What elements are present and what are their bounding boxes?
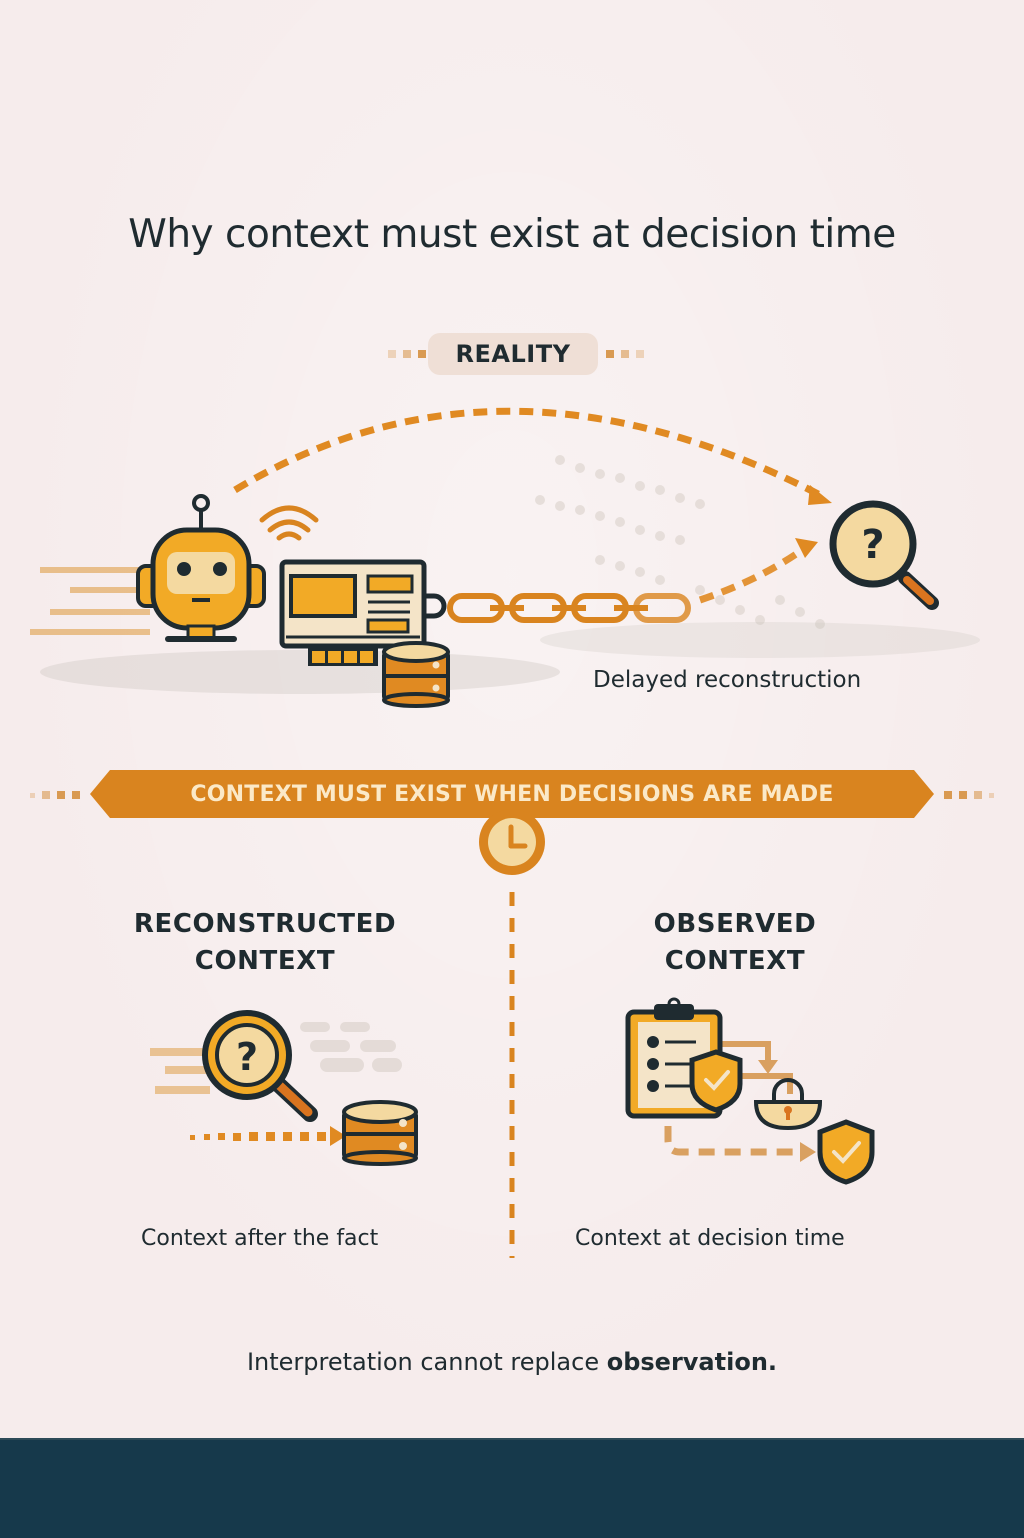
reconstructed-context-heading: RECONSTRUCTED CONTEXT <box>100 906 430 980</box>
arrowhead-icon <box>795 538 818 558</box>
shield-check-icon <box>689 1049 743 1113</box>
page-title: Why context must exist at decision time <box>128 212 896 258</box>
reality-illustration: ? <box>30 407 980 708</box>
bottom-bar <box>0 1438 1024 1538</box>
reality-label: REALITY <box>428 333 598 375</box>
clock-icon <box>479 809 545 875</box>
wifi-signal-icon <box>259 505 319 541</box>
reconstructed-illustration: ? <box>150 1010 418 1166</box>
dotted-arrow-icon <box>190 1126 346 1146</box>
dashed-arc-top <box>233 407 822 499</box>
magnifier-question-icon: ? <box>829 500 939 610</box>
banner-dots-left <box>30 791 80 799</box>
observed-context-heading: OBSERVED CONTEXT <box>600 906 870 980</box>
flow-arrow <box>720 1041 793 1094</box>
banner-shape <box>90 770 934 818</box>
banner-dots-right <box>944 791 994 799</box>
dashed-arc-bottom <box>698 545 808 604</box>
observed-caption: Context at decision time <box>575 1226 845 1251</box>
svg-text:?: ? <box>236 1035 258 1079</box>
arrowhead-icon <box>808 485 832 505</box>
observed-illustration <box>625 997 875 1185</box>
chain-link-icon <box>447 593 691 623</box>
heading-line: CONTEXT <box>194 946 336 976</box>
decision-banner: CONTEXT MUST EXIST WHEN DECISIONS ARE MA… <box>90 770 934 818</box>
divider-dots-left <box>388 350 426 358</box>
reality-caption: Delayed reconstruction <box>593 667 862 693</box>
dashed-flow-arrow <box>664 1126 798 1156</box>
heading-line: RECONSTRUCTED <box>133 909 397 939</box>
footer-text-regular: Interpretation cannot replace <box>246 1348 607 1376</box>
database-icon <box>342 1100 418 1166</box>
dot-field <box>535 455 825 629</box>
banner-text: CONTEXT MUST EXIST WHEN DECISIONS ARE MA… <box>190 781 834 807</box>
reconstructed-caption: Context after the fact <box>141 1226 379 1251</box>
clipboard-checklist-icon <box>625 997 723 1119</box>
infographic-canvas <box>0 0 1024 1438</box>
padlock-icon <box>753 1078 823 1131</box>
footer-statement: Interpretation cannot replace observatio… <box>0 1348 1024 1376</box>
svg-text:?: ? <box>861 522 884 568</box>
motion-lines <box>150 1048 210 1094</box>
center-divider <box>479 809 545 1258</box>
footer-text-bold: observation. <box>606 1348 778 1376</box>
motion-lines <box>30 567 150 635</box>
robot-icon <box>136 494 266 642</box>
database-icon <box>382 641 450 708</box>
shield-check-icon <box>817 1119 875 1185</box>
heading-line: OBSERVED <box>653 909 817 939</box>
magnifier-question-icon: ? <box>202 1010 318 1122</box>
system-panel-icon <box>279 559 447 666</box>
divider-dots-right <box>606 350 644 358</box>
heading-line: CONTEXT <box>664 946 806 976</box>
